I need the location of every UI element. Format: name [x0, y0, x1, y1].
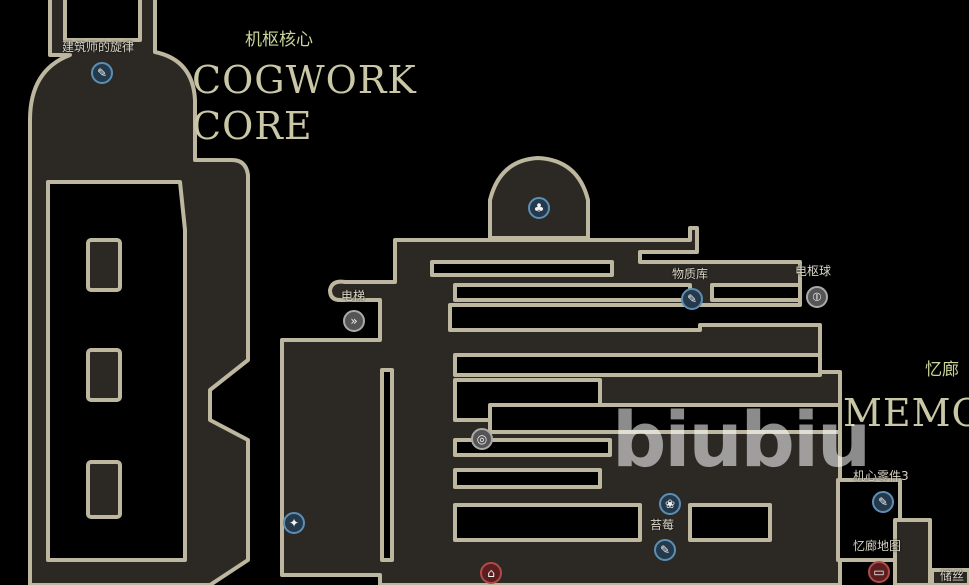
marker-label: 建筑师的旋律: [62, 40, 135, 54]
watermark: biubiu: [612, 395, 871, 484]
map-icon[interactable]: ▭: [868, 561, 890, 583]
marker-label: 忆廊地图: [853, 539, 902, 553]
area-name-cn: 机枢核心: [245, 30, 313, 50]
area-name-en-line2: CORE: [192, 104, 313, 148]
marker-label: 储丝: [940, 569, 965, 583]
key-icon[interactable]: ✎: [872, 491, 894, 513]
key-icon[interactable]: ✎: [681, 288, 703, 310]
marker-label: 电梯: [341, 289, 366, 303]
orb-icon[interactable]: ⦶: [806, 286, 828, 308]
area-name-cn: 忆廊: [925, 360, 959, 380]
key-icon[interactable]: ✎: [654, 539, 676, 561]
shell-icon[interactable]: ◎: [471, 428, 493, 450]
key-icon[interactable]: ✎: [91, 62, 113, 84]
area-name-en: MEMO: [843, 391, 969, 435]
marker-label: 电枢球: [795, 264, 832, 278]
fleur-icon[interactable]: ✦: [283, 512, 305, 534]
area-name-en-line1: COGWORK: [192, 58, 417, 102]
bench-icon[interactable]: ⌂: [480, 562, 502, 584]
marker-label: 机心零件3: [853, 469, 909, 483]
elevator-icon[interactable]: »: [343, 310, 365, 332]
area-name-en: COGWORK CORE: [192, 57, 417, 149]
bell-icon[interactable]: ♣: [528, 197, 550, 219]
berry-icon[interactable]: ❀: [659, 493, 681, 515]
marker-label: 苔莓: [650, 518, 675, 532]
marker-label: 物质库: [672, 267, 709, 281]
